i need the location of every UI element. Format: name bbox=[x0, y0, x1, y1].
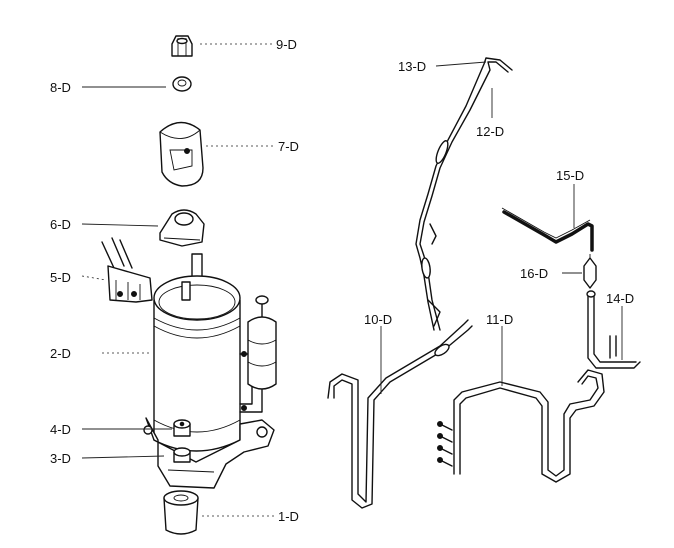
part-wiring-connector bbox=[101, 237, 153, 303]
label-part-8: 8-D bbox=[50, 80, 71, 95]
part-capillary-tube-assembly bbox=[415, 57, 513, 331]
part-grommet bbox=[173, 419, 191, 463]
label-part-2: 2-D bbox=[50, 346, 71, 361]
part-strainer bbox=[583, 254, 597, 289]
label-part-9: 9-D bbox=[276, 37, 297, 52]
label-part-1: 1-D bbox=[278, 509, 299, 524]
part-connecting-tube bbox=[586, 290, 641, 369]
label-part-6: 6-D bbox=[50, 217, 71, 232]
part-rubber-foot bbox=[163, 490, 199, 535]
part-washer bbox=[172, 76, 192, 92]
part-compressor bbox=[153, 253, 263, 452]
label-part-7: 7-D bbox=[278, 139, 299, 154]
label-part-14: 14-D bbox=[606, 291, 634, 306]
part-suction-pipe bbox=[327, 319, 473, 509]
part-terminal-cover bbox=[159, 121, 204, 187]
label-part-13: 13-D bbox=[398, 59, 426, 74]
leader-lines bbox=[81, 43, 623, 517]
part-nut bbox=[171, 35, 193, 57]
part-discharge-pipe bbox=[437, 369, 605, 483]
part-accumulator bbox=[239, 295, 277, 413]
label-part-5: 5-D bbox=[50, 270, 71, 285]
part-base-plate bbox=[143, 417, 275, 489]
label-part-11: 11-D bbox=[486, 312, 513, 327]
label-part-16: 16-D bbox=[520, 266, 548, 281]
label-part-3: 3-D bbox=[50, 451, 71, 466]
part-terminal-bracket bbox=[159, 209, 205, 247]
label-part-10: 10-D bbox=[364, 312, 392, 327]
label-part-12: 12-D bbox=[476, 124, 504, 139]
part-insulated-tube bbox=[501, 207, 594, 252]
label-part-4: 4-D bbox=[50, 422, 71, 437]
label-part-15: 15-D bbox=[556, 168, 584, 183]
